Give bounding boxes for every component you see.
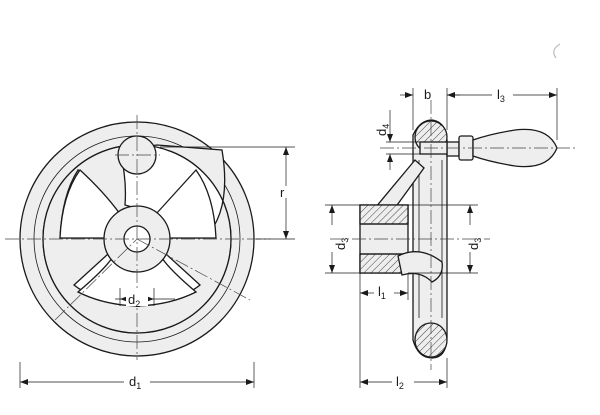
dim-label-d3-left: d3 xyxy=(333,238,350,250)
dim-label-r: r xyxy=(280,185,285,200)
handle-shaft xyxy=(446,141,460,157)
dim-label-d2: d2 xyxy=(128,292,140,309)
dim-label-l3: l3 xyxy=(497,87,505,104)
dim-label-d3-right: d3 xyxy=(466,238,483,250)
dim-label-l2: l2 xyxy=(396,374,404,391)
dim-label-b: b xyxy=(424,87,431,102)
side-view: b l3 d4 d3 xyxy=(325,87,575,391)
dim-label-l1: l1 xyxy=(378,284,386,301)
dim-label-d1: d1 xyxy=(129,374,141,391)
dim-label-d4: d4 xyxy=(374,124,391,136)
front-view: r d2 d1 xyxy=(5,115,295,391)
corner-mark xyxy=(553,43,561,59)
